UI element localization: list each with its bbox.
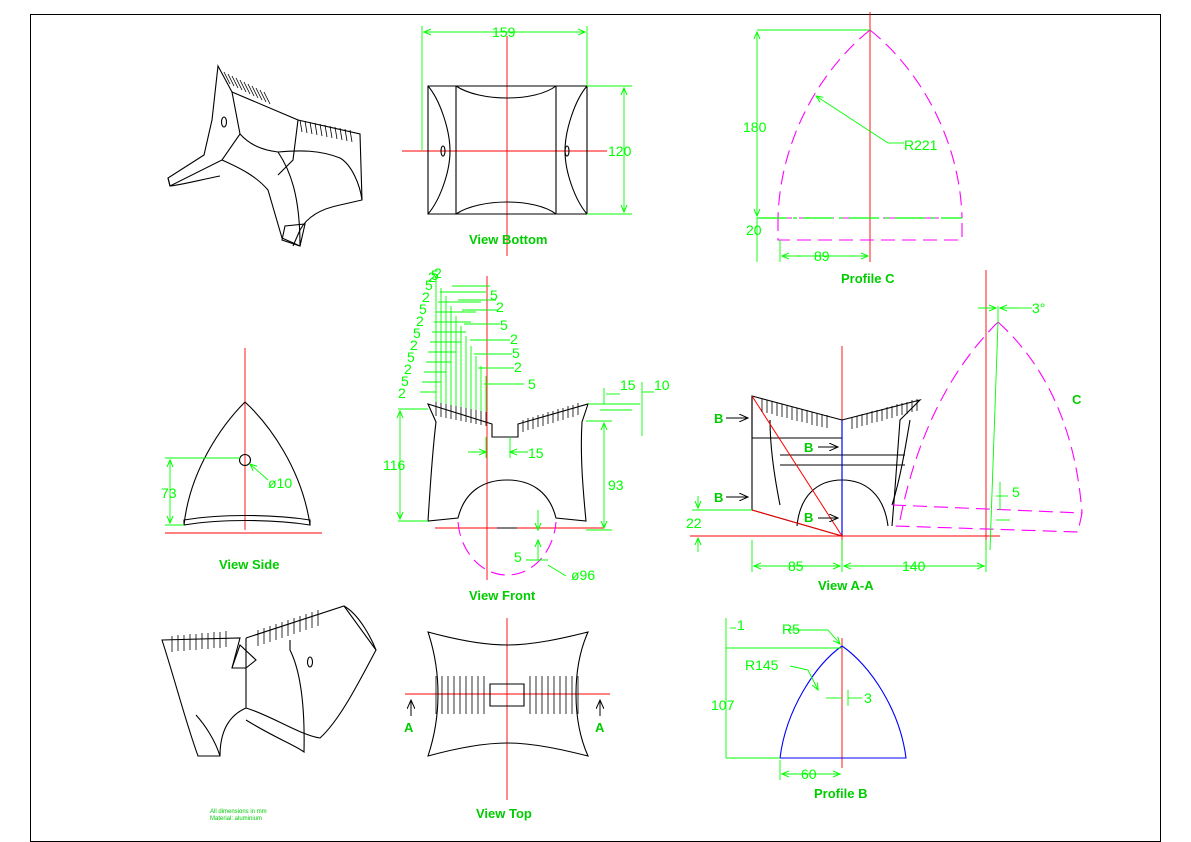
title-profile-c: Profile C bbox=[841, 271, 895, 286]
fin-dim-2: 5 bbox=[401, 373, 409, 389]
dim-116: 116 bbox=[383, 457, 406, 473]
fin-dim-6: 5 bbox=[413, 325, 421, 341]
title-view-bottom: View Bottom bbox=[469, 232, 548, 247]
fin-dim-r6: 2 bbox=[514, 359, 522, 375]
label-b-4: B bbox=[804, 510, 813, 525]
fin-dim-10: 5 bbox=[425, 277, 433, 293]
dim-r5: R5 bbox=[782, 621, 800, 637]
dim-dia10: ø10 bbox=[268, 475, 292, 491]
view-front-drawing bbox=[398, 276, 654, 580]
fin-dim-8: 5 bbox=[419, 301, 427, 317]
label-c: C bbox=[1072, 392, 1082, 407]
dim-140: 140 bbox=[902, 558, 926, 574]
title-view-a-a: View A-A bbox=[818, 578, 874, 593]
label-b-3: B bbox=[804, 440, 813, 455]
view-bottom-drawing bbox=[402, 26, 632, 256]
profile-c-drawing bbox=[757, 12, 963, 262]
dim-5-front: 5 bbox=[514, 549, 522, 565]
title-view-top: View Top bbox=[476, 806, 532, 821]
fin-dim-5: 2 bbox=[410, 337, 418, 353]
dim-89: 89 bbox=[814, 248, 830, 264]
dim-159: 159 bbox=[492, 24, 516, 40]
dim-20: 20 bbox=[746, 222, 762, 238]
title-view-side: View Side bbox=[219, 557, 279, 572]
dim-93: 93 bbox=[608, 477, 624, 493]
dim-r221: R221 bbox=[904, 137, 938, 153]
dim-1: 1 bbox=[737, 617, 745, 633]
isometric-view-top bbox=[167, 64, 363, 247]
fin-dim-9: 2 bbox=[422, 289, 430, 305]
dim-10: 10 bbox=[654, 377, 670, 393]
fin-dim-7: 2 bbox=[416, 313, 424, 329]
fin-dim-12: 5 bbox=[431, 267, 439, 283]
isometric-view-bottom bbox=[161, 605, 377, 757]
dim-60: 60 bbox=[801, 766, 817, 782]
dim-15-fin: 15 bbox=[620, 377, 636, 393]
note-dimensions: All dimensions in mm bbox=[210, 809, 267, 815]
dim-73: 73 bbox=[161, 485, 177, 501]
fin-dim-3: 2 bbox=[404, 361, 412, 377]
dim-180: 180 bbox=[743, 119, 767, 135]
profile-b-drawing bbox=[725, 618, 907, 780]
label-b-1: B bbox=[714, 411, 723, 426]
fin-dim-r4: 2 bbox=[510, 331, 518, 347]
fin-dim-r1: 5 bbox=[490, 287, 498, 303]
dim-22: 22 bbox=[686, 515, 702, 531]
dim-3-deg: 3° bbox=[1032, 300, 1045, 316]
view-top-drawing bbox=[405, 618, 610, 800]
sheet-border bbox=[30, 14, 1161, 842]
label-a-right: A bbox=[595, 720, 605, 735]
dim-3-profile: 3 bbox=[864, 690, 872, 706]
dim-120: 120 bbox=[608, 143, 632, 159]
fin-dim-1: 2 bbox=[398, 385, 406, 401]
label-a-left: A bbox=[404, 720, 414, 735]
view-side-drawing bbox=[165, 348, 322, 534]
label-b-2: B bbox=[714, 490, 723, 505]
dim-107: 107 bbox=[711, 697, 735, 713]
fin-dim-r3: 5 bbox=[500, 317, 508, 333]
section-a-a-drawing bbox=[690, 270, 1083, 572]
note-material: Material: aluminium bbox=[210, 816, 262, 822]
fin-dim-r7: 5 bbox=[528, 376, 536, 392]
fin-dim-4: 5 bbox=[407, 349, 415, 365]
fin-dims-left: 2 5 2 5 2 5 2 5 2 5 2 5 2 bbox=[398, 265, 442, 401]
fin-dim-r5: 5 bbox=[512, 345, 520, 361]
dim-15-front: 15 bbox=[528, 445, 544, 461]
fin-dim-13: 2 bbox=[434, 265, 442, 281]
dim-85: 85 bbox=[788, 558, 804, 574]
dim-5-aa: 5 bbox=[1012, 484, 1020, 500]
title-profile-b: Profile B bbox=[814, 786, 867, 801]
fin-dims-right: 5 2 5 2 5 2 5 bbox=[490, 287, 536, 392]
dim-r145: R145 bbox=[745, 657, 779, 673]
fin-dim-11: 2 bbox=[428, 269, 436, 285]
title-view-front: View Front bbox=[469, 588, 536, 603]
dim-dia96: ø96 bbox=[571, 567, 595, 583]
fin-dim-r2: 2 bbox=[496, 299, 504, 315]
